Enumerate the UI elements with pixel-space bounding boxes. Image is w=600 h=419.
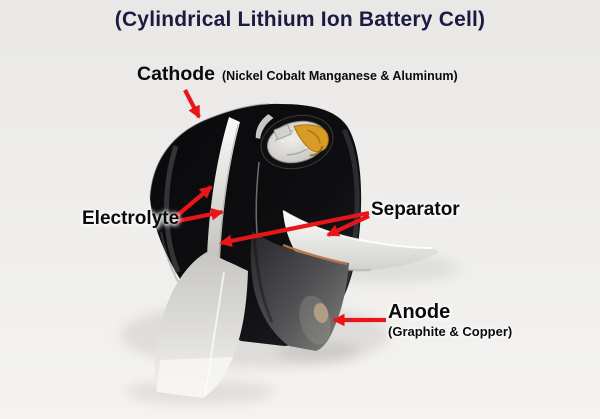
anode-label: Anode (Graphite & Copper) xyxy=(388,301,512,339)
separator-arrow-long xyxy=(219,210,370,248)
electrolyte-arrow-lower xyxy=(172,207,224,225)
anode-label-sub: (Graphite & Copper) xyxy=(388,324,513,339)
electrolyte-arrow-upper xyxy=(171,185,213,221)
separator-label: Separator xyxy=(371,199,460,220)
kapton-tape xyxy=(293,124,329,153)
cell-core-top xyxy=(255,114,334,170)
cathode-label-main: Cathode xyxy=(137,63,215,85)
electrolyte-label: Electrolyte xyxy=(82,208,180,229)
cathode-label-sub: (Nickel Cobalt Manganese & Aluminum) xyxy=(222,69,458,83)
anode-label-main: Anode xyxy=(388,301,451,323)
core-tab xyxy=(273,124,292,140)
cathode-label: Cathode (Nickel Cobalt Manganese & Alumi… xyxy=(137,63,458,86)
cathode-arrow xyxy=(183,89,201,119)
anode-sheet xyxy=(250,231,349,351)
copper-foil-edge xyxy=(282,243,348,266)
separator-sheet-left xyxy=(154,252,248,398)
annotation-arrows xyxy=(171,89,386,327)
separator-arrow-short xyxy=(326,214,370,237)
page-title: (Cylindrical Lithium Ion Battery Cell) xyxy=(114,8,486,31)
